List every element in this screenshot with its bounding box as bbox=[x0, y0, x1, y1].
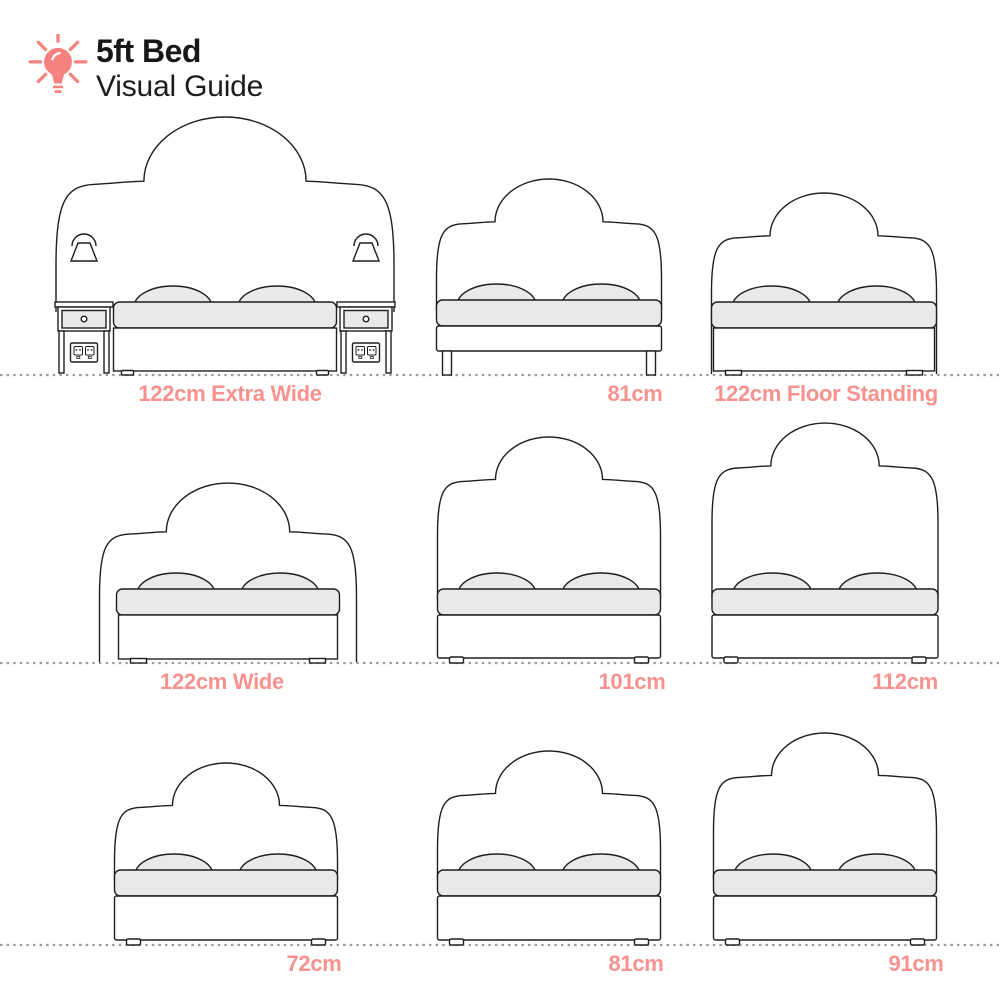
mattress bbox=[112, 301, 338, 329]
socket-outlet bbox=[367, 346, 377, 356]
bed-base bbox=[436, 895, 662, 941]
socket-pin bbox=[79, 349, 81, 351]
headboard bbox=[711, 422, 939, 599]
socket-switch bbox=[87, 356, 92, 359]
headboard bbox=[113, 762, 339, 880]
bed-figure bbox=[712, 732, 938, 946]
bed-leg bbox=[441, 350, 453, 376]
bed-figure bbox=[113, 762, 339, 946]
page-subtitle: Visual Guide bbox=[96, 70, 264, 103]
headboard bbox=[712, 732, 938, 880]
wall-lamp-shade bbox=[69, 242, 99, 262]
mattress bbox=[435, 299, 663, 327]
bed-foot bbox=[120, 369, 135, 376]
bed-base bbox=[712, 895, 938, 941]
socket-pin bbox=[90, 349, 93, 351]
nightstand-leg bbox=[340, 330, 347, 374]
bed-foot bbox=[129, 657, 148, 664]
bed-leg bbox=[645, 350, 657, 376]
mattress bbox=[115, 588, 341, 616]
bed-size-label: 112cm bbox=[872, 669, 938, 694]
socket-outlet bbox=[355, 346, 365, 356]
bed-base bbox=[711, 614, 939, 659]
mattress bbox=[436, 869, 662, 897]
bed-figure bbox=[54, 116, 396, 376]
socket-switch bbox=[76, 356, 81, 359]
bed-foot bbox=[724, 369, 743, 376]
drawer-knob bbox=[80, 315, 88, 323]
mattress bbox=[710, 301, 938, 329]
bed-base bbox=[117, 614, 339, 660]
bed-size-label: 72cm bbox=[286, 951, 342, 976]
bed-size-label: 122cm Extra Wide bbox=[138, 381, 322, 406]
bed-size-label: 101cm bbox=[598, 669, 666, 694]
bed-figure bbox=[711, 422, 939, 664]
bed-figure bbox=[98, 482, 358, 664]
bed-size-label: 122cm Wide bbox=[160, 669, 284, 694]
bed-foot bbox=[310, 938, 327, 946]
nightstand-leg bbox=[385, 330, 392, 374]
nightstand-top bbox=[336, 301, 396, 308]
bed-foot bbox=[633, 656, 650, 664]
socket-pin bbox=[372, 349, 375, 351]
mattress bbox=[436, 588, 662, 616]
bed-foot bbox=[448, 656, 465, 664]
socket-switch bbox=[358, 356, 363, 359]
bed-figure bbox=[435, 178, 663, 376]
socket-pin bbox=[369, 349, 371, 351]
socket-pin bbox=[357, 349, 360, 351]
socket-outlet bbox=[85, 346, 95, 356]
bed-foot bbox=[125, 938, 142, 946]
bed-foot bbox=[448, 938, 465, 946]
bed-foot bbox=[723, 656, 739, 664]
bed-size-label: 91cm bbox=[888, 951, 944, 976]
headboard bbox=[436, 436, 662, 599]
headboard bbox=[436, 750, 662, 880]
bed-figure bbox=[436, 750, 662, 946]
bed-size-label: 122cm Floor Standing bbox=[714, 381, 938, 406]
bed-base bbox=[436, 614, 662, 659]
bed-foot bbox=[724, 938, 741, 946]
socket-pin bbox=[361, 349, 363, 351]
bed-figure bbox=[710, 192, 938, 376]
wall-lamp-shade bbox=[351, 242, 381, 262]
bed-foot bbox=[905, 369, 924, 376]
bed-size-label: 81cm bbox=[608, 951, 664, 976]
lightbulb-icon bbox=[28, 34, 88, 93]
bed-foot bbox=[911, 656, 927, 664]
socket-outlet bbox=[73, 346, 83, 356]
nightstand-leg bbox=[103, 330, 110, 374]
socket-switch bbox=[369, 356, 374, 359]
nightstand-leg bbox=[58, 330, 65, 374]
bed-foot bbox=[315, 369, 330, 376]
page-title: 5ft Bed bbox=[96, 33, 201, 69]
nightstand-top bbox=[54, 301, 114, 308]
bed-base bbox=[712, 327, 936, 372]
drawer-knob bbox=[362, 315, 370, 323]
bed-base bbox=[435, 325, 663, 352]
header: 5ft Bed Visual Guide bbox=[0, 0, 420, 120]
bed-size-label: 81cm bbox=[607, 381, 663, 406]
bed-base bbox=[112, 327, 338, 372]
headboard bbox=[435, 178, 663, 310]
mattress bbox=[711, 588, 939, 616]
bed-base bbox=[113, 895, 339, 941]
bed-figure bbox=[436, 436, 662, 664]
bed-foot bbox=[308, 657, 327, 664]
headboard bbox=[55, 116, 395, 312]
bed-foot bbox=[633, 938, 650, 946]
socket-pin bbox=[87, 349, 89, 351]
mattress bbox=[113, 869, 339, 897]
bed-foot bbox=[909, 938, 926, 946]
socket-pin bbox=[75, 349, 78, 351]
mattress bbox=[712, 869, 938, 897]
